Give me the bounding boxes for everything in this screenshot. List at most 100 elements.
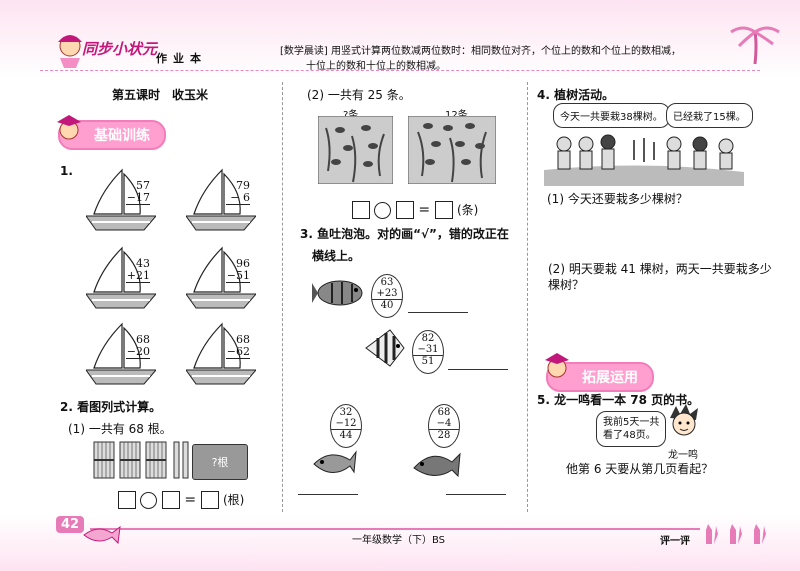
rate-label: 评一评 <box>660 536 690 547</box>
calc-bubble-4: 68 −4 28 <box>428 404 460 448</box>
lesson-title: 第五课时 收玉米 <box>112 88 209 102</box>
q4-1-text: (1) 今天还要栽多少棵树？ <box>547 192 688 206</box>
rating-thumbs-icon[interactable] <box>702 520 774 546</box>
calc-top: 63 <box>380 277 394 288</box>
unit-label: (条) <box>457 203 479 217</box>
q4-2-text-b: 棵树？ <box>548 278 585 292</box>
q4-2-text-a: (2) 明天要栽 41 棵树，两天一共要栽多少 <box>548 262 772 276</box>
boat-calc: 57−17 <box>126 180 150 205</box>
column-divider-2 <box>527 82 528 512</box>
boat-top-number: 57 <box>136 179 150 192</box>
boat-top-number: 96 <box>236 257 250 270</box>
q3-line-1: 3. 鱼吐泡泡。对的画“√”，错的改正在 <box>300 227 509 241</box>
boat-calc: 96−51 <box>226 258 250 283</box>
fish-decoration-icon <box>83 525 121 545</box>
calc-result: 51 <box>421 356 435 367</box>
answer-box[interactable] <box>200 491 219 509</box>
sticks-bundles-icon <box>93 441 189 479</box>
correction-line[interactable] <box>448 369 508 370</box>
page-number: 42 <box>56 516 85 533</box>
answer-box[interactable] <box>434 201 453 219</box>
correction-line[interactable] <box>298 494 358 495</box>
calc-bubble-2: 82 −31 51 <box>412 330 444 374</box>
header-band <box>0 0 800 78</box>
boat-calc: 68−20 <box>126 334 150 359</box>
footer-band <box>0 515 800 571</box>
character-name: 龙一鸣 <box>668 450 698 461</box>
bubble-line-1: 我前5天一共 <box>603 417 660 428</box>
boat-operand: −20 <box>126 345 150 359</box>
boat: 43+21 <box>85 246 158 316</box>
q1-number: 1. <box>60 164 73 178</box>
q2-1-text: (1) 一共有 68 根。 <box>68 422 172 436</box>
boat-icon <box>185 168 258 231</box>
mascot-icon <box>57 115 81 140</box>
equation-2: = (条) <box>352 201 478 219</box>
calc-top: 32 <box>339 407 353 418</box>
q3-line-2: 横线上。 <box>312 249 361 263</box>
tree-planting-scene <box>544 134 744 186</box>
unknown-sticks-box: ?根 <box>192 444 248 480</box>
course-label: 一年级数学（下）BS <box>352 535 446 546</box>
girl-logo-icon <box>58 35 82 68</box>
fish-tank-right <box>408 116 496 184</box>
angelfish-icon <box>365 329 405 367</box>
section-extend: 拓展运用 <box>545 353 654 392</box>
boat-top-number: 68 <box>136 333 150 346</box>
calc-top: 82 <box>421 333 435 344</box>
answer-box[interactable] <box>118 491 136 509</box>
palm-tree-icon <box>730 26 780 64</box>
tip-line-2: 十位上的数和十位上的数相减。 <box>306 61 446 72</box>
speech-bubble-1: 今天一共要栽38棵树。 <box>553 103 670 128</box>
boat-top-number: 79 <box>236 179 250 192</box>
speech-bubble-3: 我前5天一共 看了48页。 <box>596 411 667 447</box>
correction-line[interactable] <box>446 494 506 495</box>
boat: 68−62 <box>185 322 258 392</box>
boat: 96−51 <box>185 246 258 316</box>
boat: 68−20 <box>85 322 158 392</box>
section-basic: 基础训练 <box>57 115 166 150</box>
fish-icon <box>413 452 461 478</box>
math-tip: [数学晨读] 用竖式计算两位数减两位数时：相同数位对齐，个位上的数和个位上的数相… <box>280 44 750 74</box>
calc-result: 28 <box>437 430 451 441</box>
answer-box[interactable] <box>395 201 414 219</box>
mascot-icon <box>545 353 569 378</box>
boat-operand: −62 <box>226 345 250 359</box>
speech-bubble-2: 已经栽了15棵。 <box>666 103 753 128</box>
q5-question: 他第 6 天要从第几页看起？ <box>566 462 714 476</box>
boat-top-number: 43 <box>136 257 150 270</box>
calc-operand: −31 <box>413 344 443 356</box>
boat-calc: 68−62 <box>226 334 250 359</box>
calc-top: 68 <box>437 407 451 418</box>
answer-box[interactable] <box>352 201 370 219</box>
correction-line[interactable] <box>408 312 468 313</box>
calc-operand: −4 <box>429 418 459 430</box>
header-divider <box>40 70 760 71</box>
boat: 57−17 <box>85 168 158 238</box>
fish-tank-left <box>318 116 393 184</box>
calc-operand: +23 <box>372 288 402 300</box>
footer-line <box>90 528 700 530</box>
calc-operand: −12 <box>331 418 361 430</box>
boat-calc: 43+21 <box>126 258 150 283</box>
answer-box[interactable] <box>161 491 180 509</box>
calc-result: 40 <box>380 300 394 311</box>
logo-text: 同步小状元 <box>82 40 158 58</box>
workbook-label: 作业本 <box>156 52 207 65</box>
unit-label: (根) <box>223 493 245 507</box>
boy-icon <box>670 404 698 436</box>
q5-title: 5. 龙一鸣看一本 78 页的书。 <box>537 393 700 407</box>
boat-operand: −17 <box>126 191 150 205</box>
q2-title: 2. 看图列式计算。 <box>60 400 162 414</box>
calc-result: 44 <box>339 430 353 441</box>
fish-icon <box>313 450 357 474</box>
calc-bubble-1: 63 +23 40 <box>371 274 403 318</box>
q4-title: 4. 植树活动。 <box>537 88 615 102</box>
tip-line-1: [数学晨读] 用竖式计算两位数减两位数时：相同数位对齐，个位上的数和个位上的数相… <box>280 46 681 57</box>
equation-1: = (根) <box>118 491 244 509</box>
boat: 79− 6 <box>185 168 258 238</box>
column-divider-1 <box>282 82 283 512</box>
operator-circle[interactable] <box>374 201 392 219</box>
operator-circle[interactable] <box>140 491 158 509</box>
boat-operand: − 6 <box>226 192 250 205</box>
